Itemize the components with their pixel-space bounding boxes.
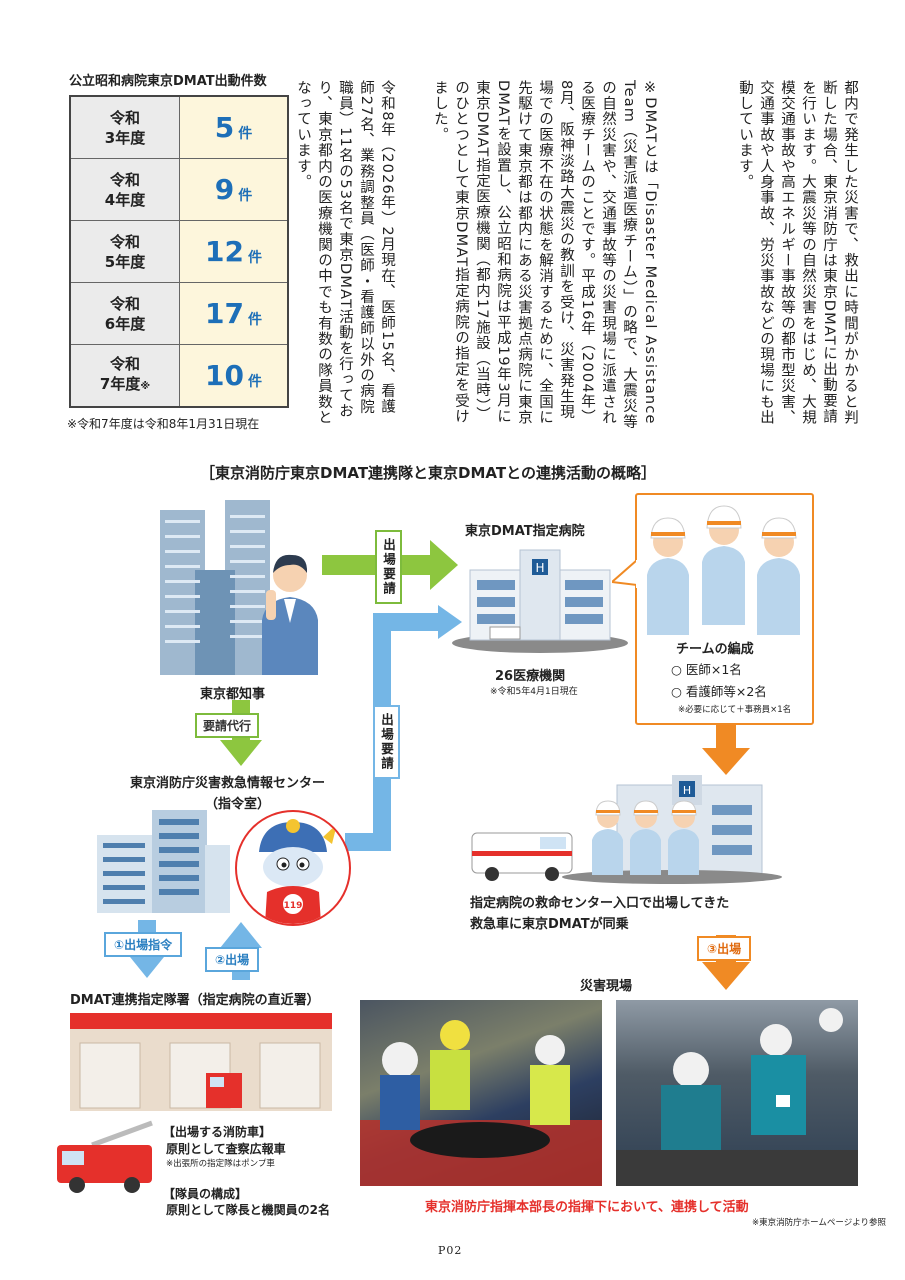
governor-label: 東京都知事	[200, 687, 266, 702]
hospital-title: 東京DMAT指定病院	[465, 524, 585, 539]
blue-up-arrow	[220, 922, 262, 948]
green-down-arrow	[220, 740, 262, 766]
fire-truck-note: ※出張所の指定隊はポンプ車	[166, 1159, 275, 1169]
ambulance-text-1: 指定病院の救命センター入口で出場してきた	[470, 896, 730, 911]
team-item-doctor: ○ 医師×1名	[671, 662, 742, 677]
team-item-nurse: ○ 看護師等×2名	[671, 684, 767, 699]
fire-truck-body: 原則として査察広報車	[166, 1142, 286, 1156]
dmat-team-illustration	[647, 505, 800, 635]
order-tag: ①出場指令	[104, 932, 183, 957]
station-label: DMAT連携指定隊署（指定病院の直近署）	[70, 993, 320, 1008]
fire-truck-illustration	[57, 1120, 153, 1193]
hospital-note: ※令和5年4月1日現在	[490, 687, 578, 697]
diagram-title: ［東京消防庁東京DMAT連携隊と東京DMATとの連携活動の概略］	[200, 464, 656, 482]
dispatch-tag: ②出場	[205, 947, 260, 972]
ambulance-entrance-illustration: H	[471, 775, 782, 884]
dispatch3-tag: ③出場	[697, 936, 752, 961]
scene-label: 災害現場	[580, 979, 633, 994]
hospital-illustration: H	[452, 549, 628, 653]
intro-text: 都内で発生した災害で、救出に時間がかかると判断した場合、東京消防庁は東京DMAT…	[737, 80, 858, 426]
proxy-request-tag: 要請代行	[195, 713, 260, 738]
dmat-note-text: ※DMATとは「Disaster Medical Assistance Team…	[432, 80, 658, 431]
mascot-circle: 119	[235, 810, 351, 926]
hospital-count: 26医療機関	[495, 669, 566, 684]
source-note: ※東京消防庁ホームページより参照	[752, 1218, 887, 1228]
center-label: 東京消防庁災害救急情報センター	[130, 776, 326, 791]
scene-caption: 東京消防庁指揮本部長の指揮下において、連携して活動	[425, 1200, 749, 1215]
page-number: P02	[438, 1244, 463, 1257]
blue-down-arrow	[126, 952, 168, 978]
team-note: ※必要に応じて＋事務員×1名	[678, 705, 792, 715]
speech-pointer	[612, 560, 638, 588]
staff-text: 令和8年（2026年）2月現在、医師15名、看護師27名、業務調整員（医師・看護…	[295, 80, 395, 426]
team-title: チームの編成	[676, 642, 754, 657]
scene-photo-1	[360, 1000, 602, 1186]
request-tag-1: 出場要請	[375, 530, 402, 604]
table-footnote: ※令和7年度は令和8年1月31日現在	[67, 417, 260, 431]
crew-body: 原則として隊長と機関員の2名	[166, 1203, 330, 1217]
orange-down-arrow-2	[702, 962, 750, 990]
orange-down-arrow	[702, 748, 750, 775]
command-center-building	[97, 810, 230, 913]
scene-photo-2	[616, 1000, 858, 1186]
ambulance-text-2: 救急車に東京DMATが同乗	[470, 917, 629, 932]
mascot-badge: 119	[284, 901, 303, 911]
center-label-sub: （指令室）	[205, 797, 271, 812]
svg-text:H: H	[535, 561, 544, 575]
mascot-icon: 119	[259, 819, 337, 924]
request-tag-2: 出場要請	[373, 705, 400, 779]
city-hall-illustration	[160, 500, 318, 675]
fire-station-illustration	[70, 1013, 332, 1111]
crew-head: 【隊員の構成】	[163, 1187, 248, 1201]
fire-truck-head: 【出場する消防車】	[163, 1125, 272, 1139]
table-title: 公立昭和病院東京DMAT出動件数	[69, 74, 267, 89]
svg-text:H: H	[683, 784, 691, 797]
